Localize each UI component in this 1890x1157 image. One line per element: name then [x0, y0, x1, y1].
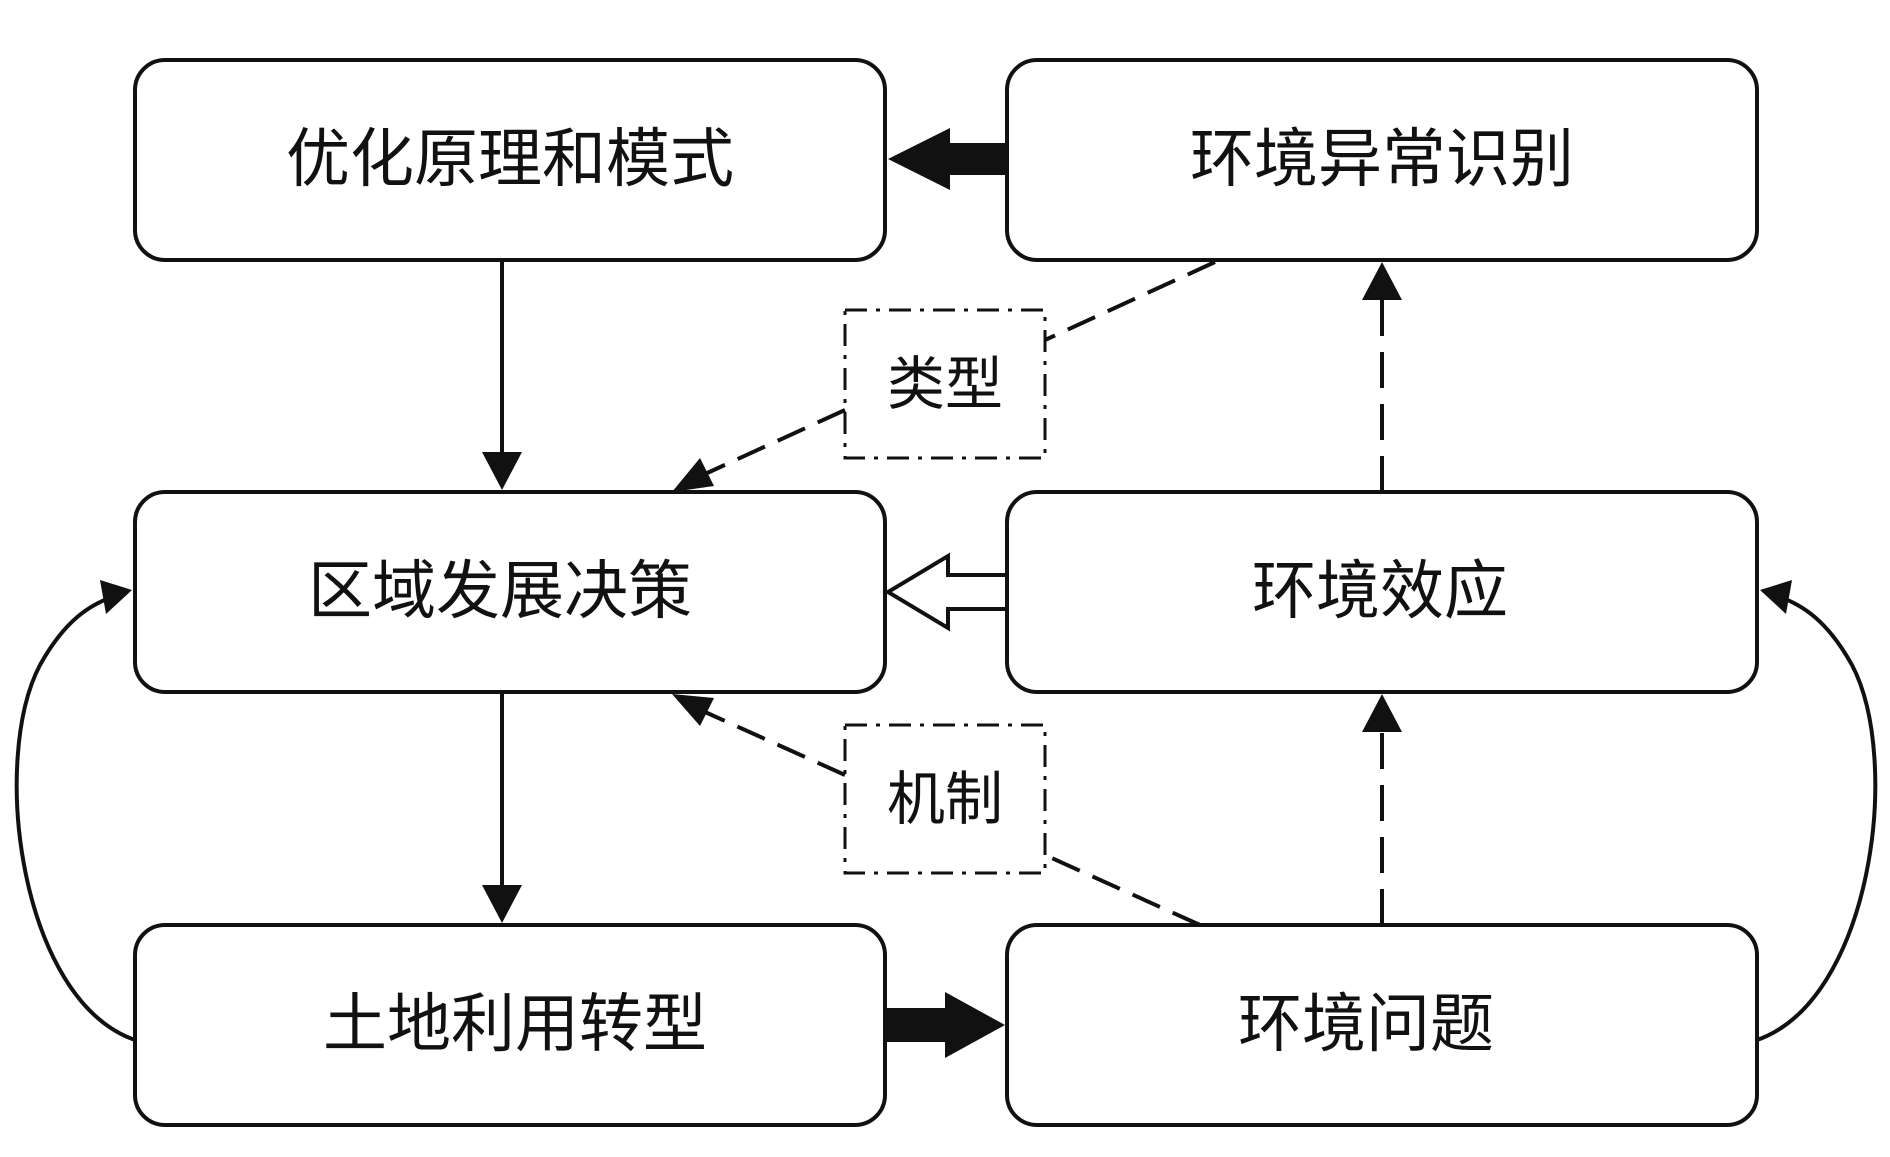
- box-env-problem: 环境问题: [1005, 923, 1759, 1127]
- arrow-problem-to-effect: [1362, 694, 1402, 925]
- box-optimization: 优化原理和模式: [133, 58, 887, 262]
- box-land-use: 土地利用转型: [133, 923, 887, 1127]
- box-env-effect: 环境效应: [1005, 490, 1759, 694]
- box-env-effect-label: 环境效应: [1252, 555, 1508, 629]
- arrow-effect-to-decision: [884, 552, 1009, 632]
- tag-mechanism: 机制: [843, 723, 1047, 875]
- tag-mechanism-label: 机制: [887, 765, 1003, 833]
- tag-type-label: 类型: [887, 350, 1003, 418]
- loop-arrow-problem-to-effect: [1756, 580, 1878, 1042]
- arrow-decision-to-landuse: [482, 692, 522, 923]
- box-env-problem-label: 环境问题: [1238, 988, 1494, 1062]
- tag-type: 类型: [843, 308, 1047, 460]
- arrow-effect-to-anomaly: [1362, 262, 1402, 492]
- box-regional-decision: 区域发展决策: [133, 490, 887, 694]
- box-env-anomaly-label: 环境异常识别: [1190, 123, 1574, 197]
- arrow-optimization-to-decision: [482, 260, 522, 490]
- loop-arrow-landuse-to-decision: [14, 580, 136, 1042]
- arrow-problem-via-mechanism-to-decision: [672, 694, 1201, 927]
- arrow-landuse-to-problem: [885, 992, 1005, 1058]
- arrow-anomaly-to-optimization: [888, 128, 1007, 190]
- box-land-use-label: 土地利用转型: [323, 988, 707, 1062]
- box-env-anomaly: 环境异常识别: [1005, 58, 1759, 262]
- box-regional-decision-label: 区域发展决策: [308, 555, 692, 629]
- arrow-anomaly-via-type-to-decision: [672, 260, 1216, 492]
- box-optimization-label: 优化原理和模式: [286, 123, 734, 197]
